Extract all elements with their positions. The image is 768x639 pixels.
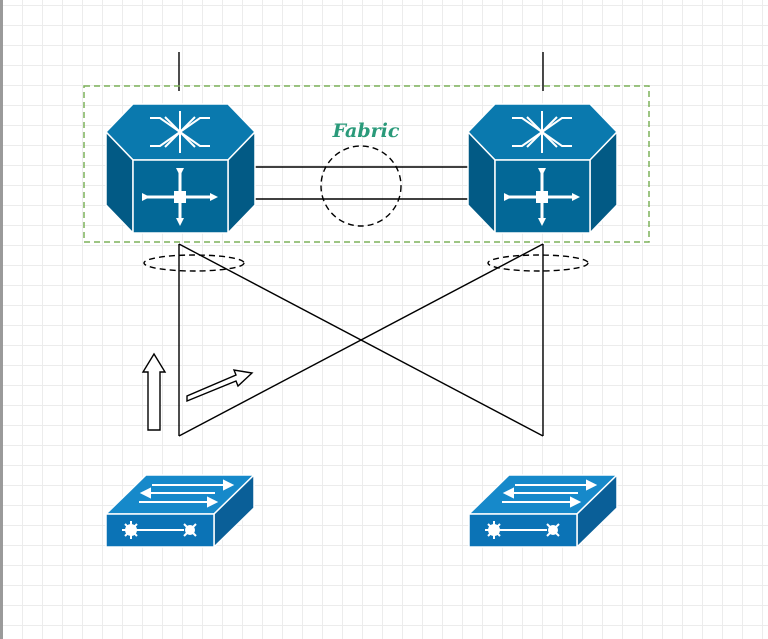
port-channel-ellipse [320,145,402,227]
fabric-group-boundary [83,85,650,243]
four-way-arrow-hub [536,191,548,203]
vpc-ellipse-right [487,254,589,272]
vpc-ellipse-left [143,254,245,272]
switching-arrows-icon [502,479,598,508]
downlink-cross-b [178,243,544,437]
core-switch-right[interactable] [466,103,619,235]
traffic-arrow-diagonal [186,369,254,403]
access-switch-right[interactable] [467,473,619,549]
traffic-arrow-up [141,352,167,431]
port-link-icon [485,521,560,539]
access-switch-left[interactable] [104,473,256,549]
switching-arrows-icon [139,479,235,508]
fabric-label: Fabric [332,120,400,142]
port-link-icon [122,521,197,539]
canvas-left-edge [0,0,3,639]
four-way-arrow-hub [174,191,186,203]
fabric-star-icon [512,111,572,153]
core-switch-left[interactable] [104,103,257,235]
fabric-star-icon [150,111,210,153]
